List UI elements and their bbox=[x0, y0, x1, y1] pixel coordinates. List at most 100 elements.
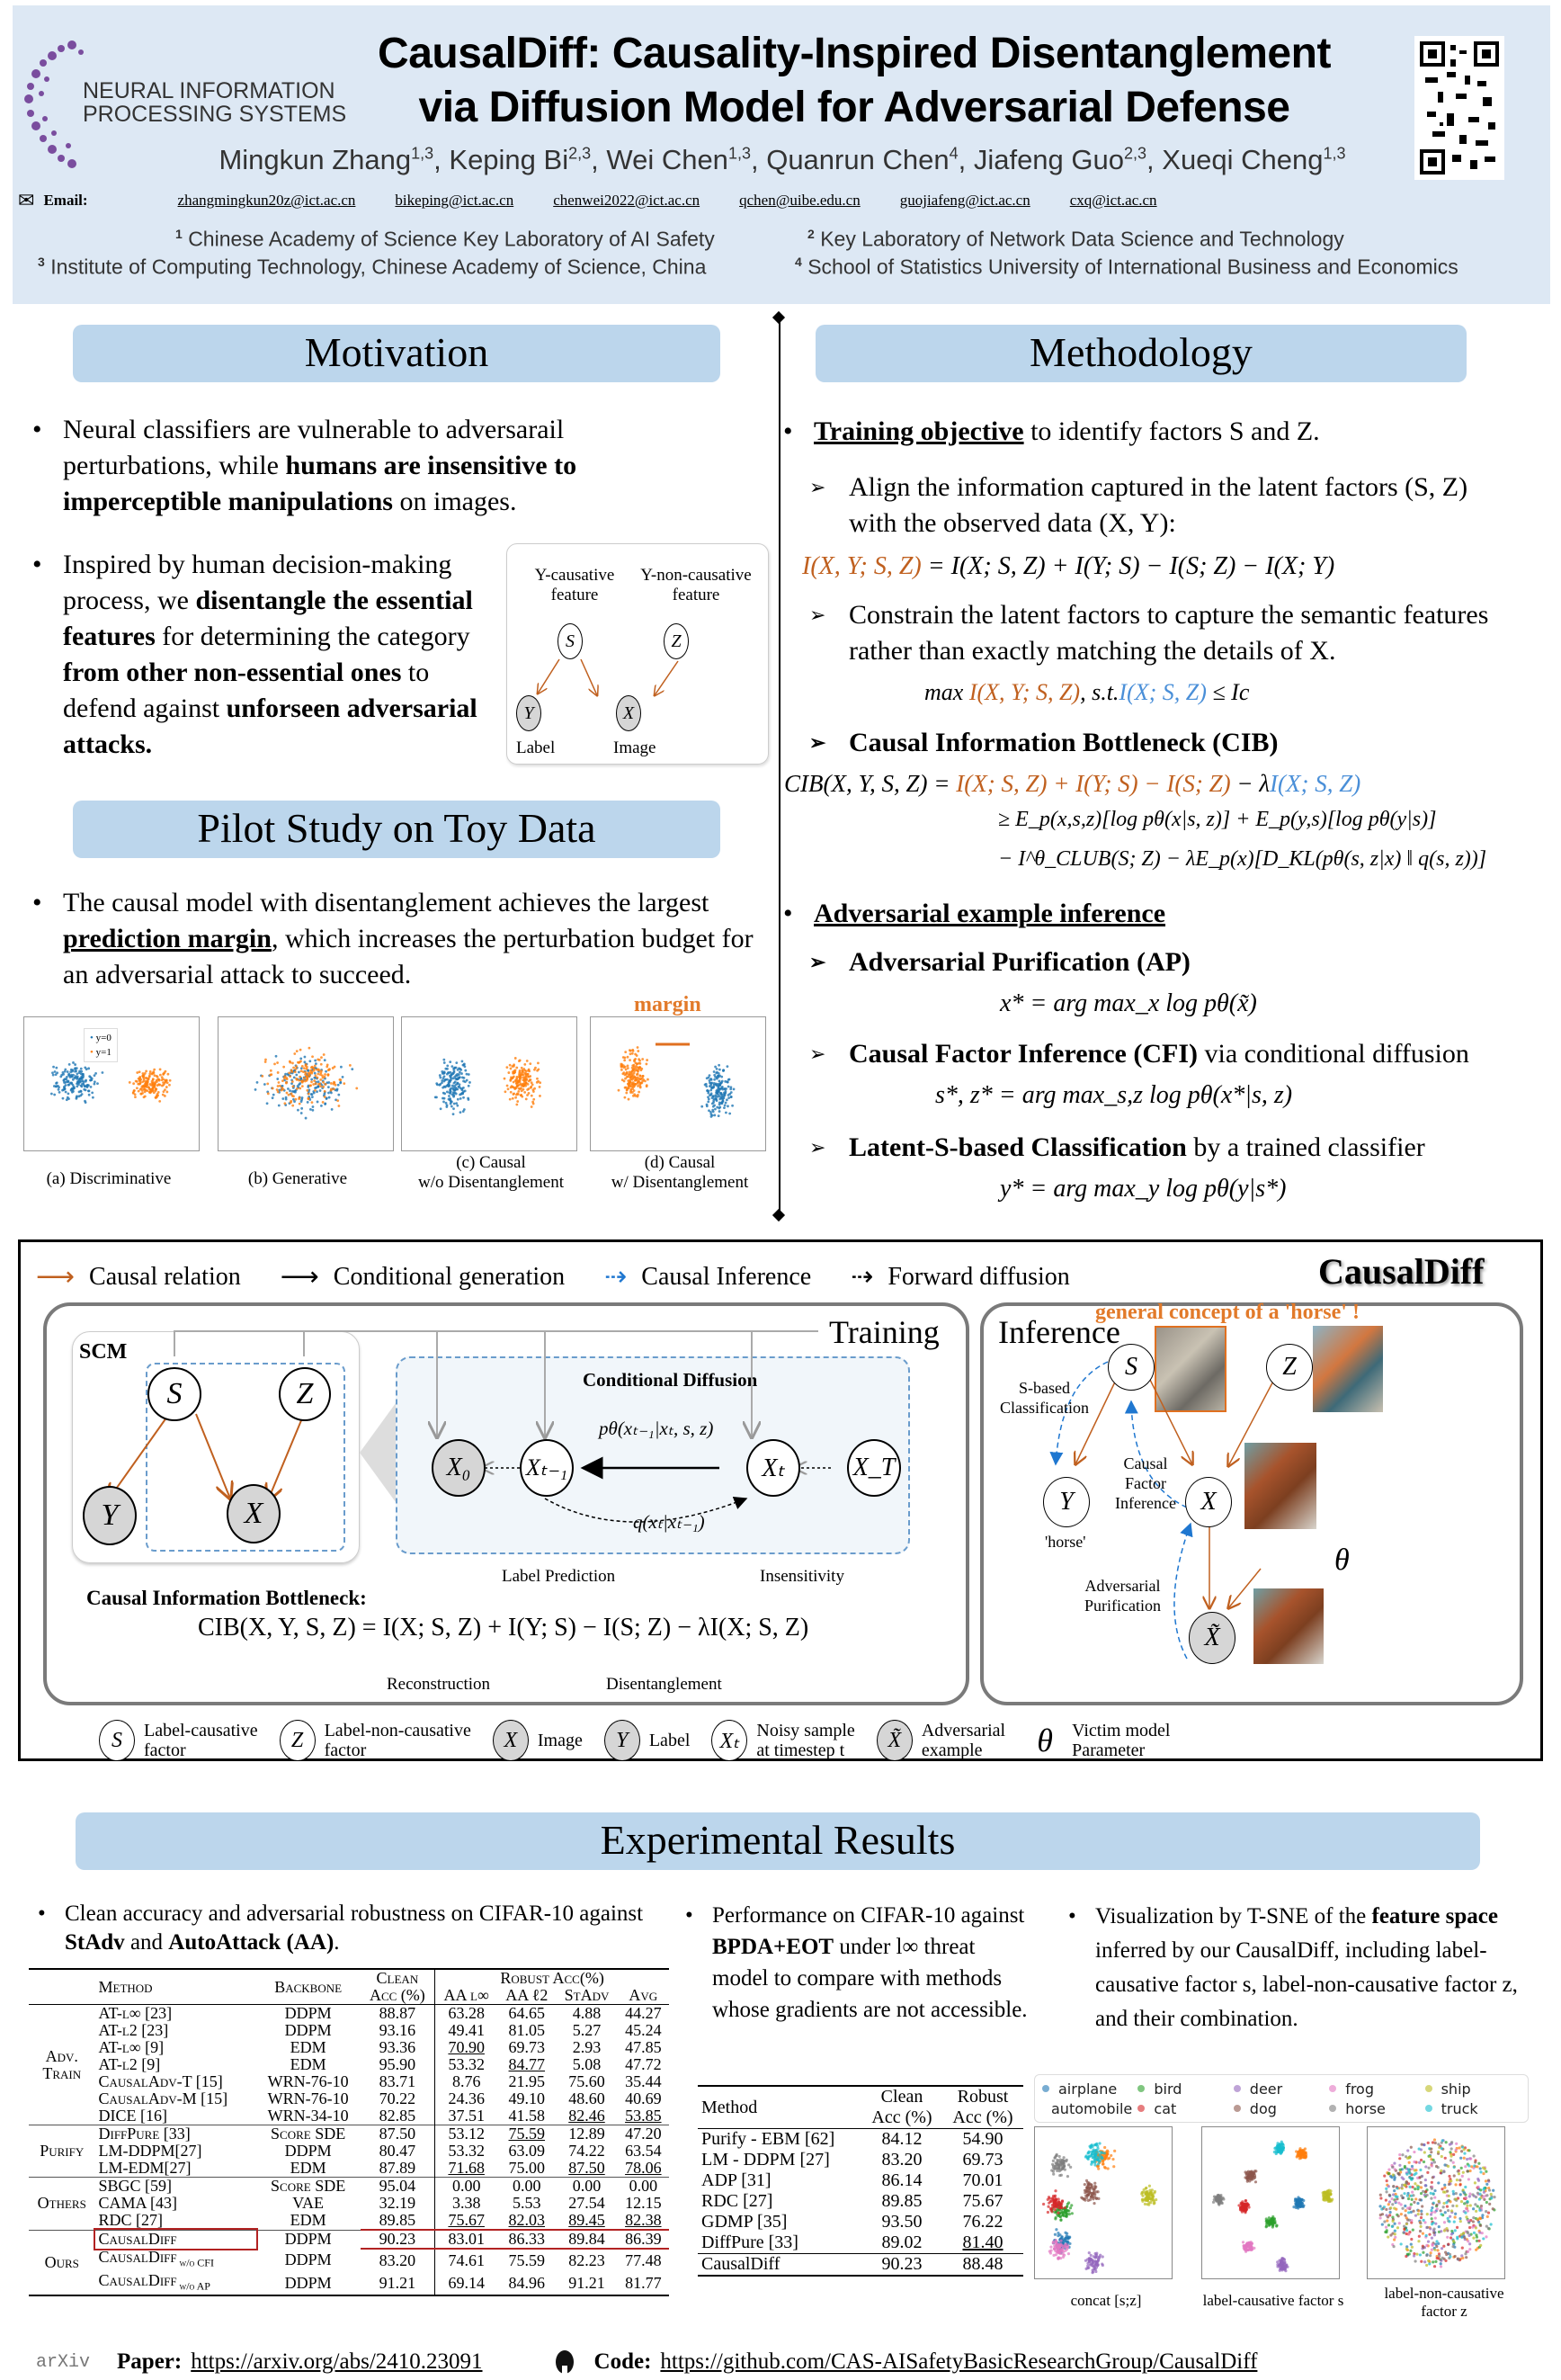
node-x-t: Xₜ bbox=[746, 1439, 800, 1497]
toy-point bbox=[67, 1073, 70, 1077]
toy-point bbox=[724, 1111, 727, 1114]
tsne-point bbox=[1468, 2242, 1472, 2246]
tsne-point bbox=[1384, 2225, 1388, 2229]
toy-point bbox=[444, 1078, 448, 1081]
email-link[interactable]: cxq@ict.ac.cn bbox=[1069, 192, 1157, 209]
toy-point bbox=[339, 1081, 343, 1085]
toy-point bbox=[254, 1087, 257, 1091]
tsne-point bbox=[1387, 2185, 1390, 2188]
tsne-point bbox=[1441, 2256, 1444, 2259]
toy-point bbox=[705, 1103, 709, 1106]
backbone-cell: DDPM bbox=[284, 2230, 332, 2249]
tsne-point bbox=[1053, 2208, 1057, 2212]
section-header-pilot: Pilot Study on Toy Data bbox=[73, 801, 720, 858]
tsne-point bbox=[1322, 2193, 1325, 2197]
tsne-point bbox=[1430, 2164, 1433, 2168]
toy-point bbox=[621, 1072, 625, 1076]
tsne-point bbox=[1430, 2236, 1434, 2240]
backbone-cell: WRN-76-10 bbox=[267, 2072, 349, 2090]
tsne-point bbox=[1420, 2209, 1423, 2213]
tsne-point bbox=[1241, 2241, 1245, 2244]
author-affiliation: 1,3 bbox=[411, 144, 434, 163]
tsne-point bbox=[1394, 2199, 1397, 2204]
toy-point bbox=[96, 1082, 99, 1085]
tsne-point bbox=[1413, 2160, 1416, 2164]
tsne-point bbox=[1061, 2244, 1065, 2249]
toy-point bbox=[93, 1082, 96, 1086]
label-line: Classification bbox=[1000, 1399, 1089, 1417]
footer: arXiv Paper: https://arxiv.org/abs/2410.… bbox=[36, 2349, 1257, 2375]
qr-code[interactable] bbox=[1414, 36, 1504, 180]
tsne-point bbox=[1053, 2167, 1057, 2170]
tsne-point bbox=[1465, 2157, 1469, 2161]
toy-point bbox=[150, 1084, 153, 1087]
tsne-point bbox=[1455, 2204, 1458, 2208]
toy-point bbox=[310, 1080, 313, 1084]
backbone-cell: DDPM bbox=[284, 2142, 332, 2160]
paper-label: Paper: bbox=[117, 2349, 183, 2374]
tsne-point bbox=[1444, 2250, 1448, 2254]
tsne-point bbox=[1065, 2214, 1068, 2218]
tsne-point bbox=[1054, 2241, 1058, 2245]
toy-point bbox=[69, 1070, 73, 1074]
tsne-point bbox=[1422, 2250, 1425, 2254]
tsne-point bbox=[1469, 2157, 1473, 2161]
tsne-point bbox=[1457, 2258, 1460, 2261]
tsne-point bbox=[1451, 2161, 1455, 2164]
tsne-point bbox=[1415, 2252, 1419, 2256]
tsne-point bbox=[1379, 2197, 1383, 2200]
text: to identify factors S and Z. bbox=[1023, 416, 1320, 446]
toy-point bbox=[535, 1080, 539, 1084]
tsne-point bbox=[1328, 2197, 1332, 2201]
tsne-point bbox=[1459, 2150, 1464, 2153]
toy-point bbox=[80, 1093, 84, 1096]
causaldiff-framework-diagram bbox=[18, 1239, 1543, 1761]
paper-link[interactable]: https://arxiv.org/abs/2410.23091 bbox=[191, 2349, 483, 2374]
email-link[interactable]: zhangmingkun20z@ict.ac.cn bbox=[177, 192, 356, 209]
tsne-point bbox=[1423, 2178, 1427, 2182]
tsne-point bbox=[1393, 2206, 1396, 2210]
graph-edges bbox=[507, 658, 679, 765]
tsne-point bbox=[1430, 2180, 1433, 2184]
toy-point bbox=[622, 1064, 625, 1068]
email-link[interactable]: bikeping@ict.ac.cn bbox=[395, 192, 514, 209]
affiliation-number: 1 bbox=[175, 227, 183, 241]
tsne-point bbox=[1419, 2222, 1423, 2225]
tsne-point bbox=[1461, 2256, 1465, 2259]
tsne-caption-concat: concat [s;z] bbox=[1034, 2292, 1178, 2310]
eq-part: max bbox=[924, 679, 969, 705]
tsne-point bbox=[1422, 2245, 1425, 2249]
email-link[interactable]: qchen@uibe.edu.cn bbox=[739, 192, 861, 209]
toy-point bbox=[459, 1067, 462, 1070]
tsne-point bbox=[1150, 2188, 1154, 2192]
toy-point bbox=[449, 1092, 452, 1095]
toy-point bbox=[728, 1112, 732, 1115]
affiliation-4: 4 School of Statistics University of Int… bbox=[795, 255, 1458, 280]
toy-point bbox=[314, 1087, 317, 1090]
author-affiliation: 2,3 bbox=[1124, 144, 1147, 163]
eq-lhs: I(X, Y; S, Z) bbox=[802, 552, 922, 580]
tsne-point bbox=[1416, 2201, 1420, 2206]
tsne-point bbox=[1047, 2205, 1050, 2208]
toy-point bbox=[76, 1072, 79, 1076]
toy-point bbox=[620, 1068, 623, 1071]
tsne-point bbox=[1442, 2201, 1446, 2206]
tsne-point bbox=[1058, 2243, 1062, 2248]
tsne-point bbox=[1447, 2194, 1450, 2197]
tsne-point bbox=[1419, 2224, 1423, 2229]
code-link[interactable]: https://github.com/CAS-AISafetyBasicRese… bbox=[660, 2349, 1258, 2374]
caption-line: factor z bbox=[1421, 2303, 1467, 2320]
clean-horse-image bbox=[1244, 1443, 1316, 1529]
tsne-point bbox=[1433, 2248, 1437, 2251]
toy-point bbox=[82, 1072, 85, 1076]
tsne-point bbox=[1060, 2235, 1064, 2239]
tsne-point bbox=[1411, 2167, 1414, 2170]
header-method: Method bbox=[98, 1977, 153, 1996]
tsne-scatter-plot bbox=[1034, 2126, 1173, 2279]
email-link[interactable]: chenwei2022@ict.ac.cn bbox=[553, 192, 700, 209]
email-link[interactable]: guojiafeng@ict.ac.cn bbox=[899, 192, 1030, 209]
toy-point bbox=[53, 1093, 57, 1096]
